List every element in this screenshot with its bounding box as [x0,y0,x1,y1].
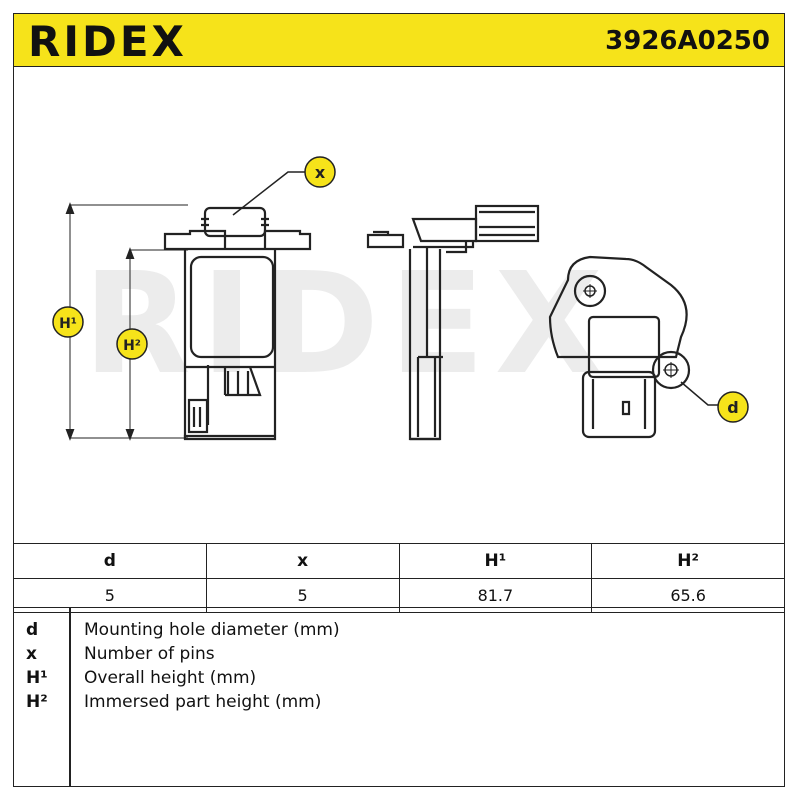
spec-header-h2: H² [591,543,785,579]
callout-h2-label: H² [123,338,141,354]
legend-key: H² [26,692,48,712]
front-view [163,206,312,441]
legend-item: x Number of pins [14,644,784,668]
spec-table: d x H¹ H² 5 5 81.7 65.6 [13,543,785,613]
watermark: RIDEX [83,243,613,406]
spec-header-x: x [205,543,400,579]
legend-item: H¹ Overall height (mm) [14,668,784,692]
spec-table-header-row: d x H¹ H² [13,543,785,579]
callout-d: d [717,391,749,423]
legend-item: H² Immersed part height (mm) [14,692,784,716]
callout-x: x [304,156,336,188]
legend-item: d Mounting hole diameter (mm) [14,620,784,644]
callout-h2: H² [116,328,148,360]
legend: d Mounting hole diameter (mm) x Number o… [13,607,785,787]
side-view [366,204,540,441]
technical-drawing: RIDEX [52,156,749,441]
legend-desc: Overall height (mm) [84,668,257,688]
page-frame [13,13,785,787]
callout-x-label: x [315,163,326,182]
callout-d-label: d [727,398,738,417]
legend-desc: Mounting hole diameter (mm) [84,620,340,640]
legend-desc: Number of pins [84,644,215,664]
spec-header-h1: H¹ [398,543,593,579]
header-bar: RIDEX 3926A0250 [13,13,785,67]
top-view [548,255,691,439]
legend-key: d [26,620,39,640]
d-leader [680,381,723,406]
legend-key: H¹ [26,668,48,688]
part-number: 3926A0250 [605,26,770,56]
legend-desc: Immersed part height (mm) [84,692,322,712]
spec-header-d: d [13,543,207,579]
callout-h1: H¹ [52,306,84,338]
callout-h1-label: H¹ [59,316,77,332]
legend-key: x [26,644,37,664]
brand-logo: RIDEX [28,17,187,66]
legend-divider [69,608,71,786]
